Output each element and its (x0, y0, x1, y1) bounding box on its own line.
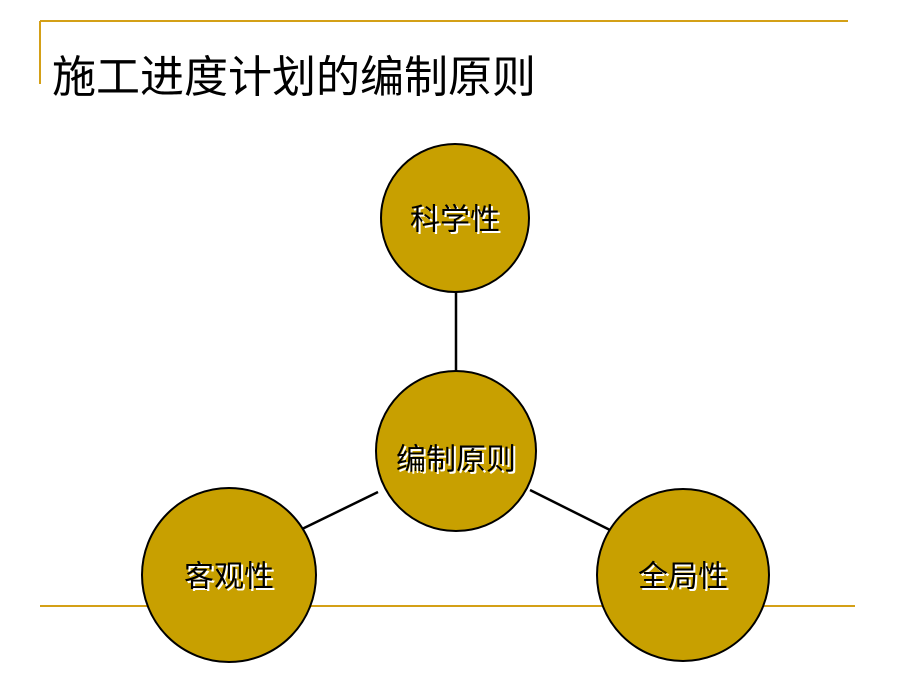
node-center: 编制原则 编制原则 (375, 370, 537, 532)
node-overall: 全局性 全局性 (596, 488, 770, 662)
node-label: 客观性 (184, 560, 274, 595)
node-label: 科学性 (410, 203, 500, 238)
node-label-shadow: 客观性 (186, 562, 276, 597)
node-circle (375, 370, 537, 532)
node-label-shadow: 全局性 (640, 562, 730, 597)
slide-title: 施工进度计划的编制原则 (52, 52, 536, 103)
node-circle (380, 143, 530, 293)
node-objective: 客观性 客观性 (141, 487, 317, 663)
node-label-shadow: 编制原则 (398, 445, 518, 480)
node-label: 全局性 (638, 560, 728, 595)
node-label-shadow: 科学性 (412, 205, 502, 240)
connector-left (299, 490, 379, 532)
node-scientific: 科学性 科学性 (380, 143, 530, 293)
node-label: 编制原则 (396, 443, 516, 478)
node-circle (596, 488, 770, 662)
connector-right (529, 488, 611, 532)
node-circle (141, 487, 317, 663)
